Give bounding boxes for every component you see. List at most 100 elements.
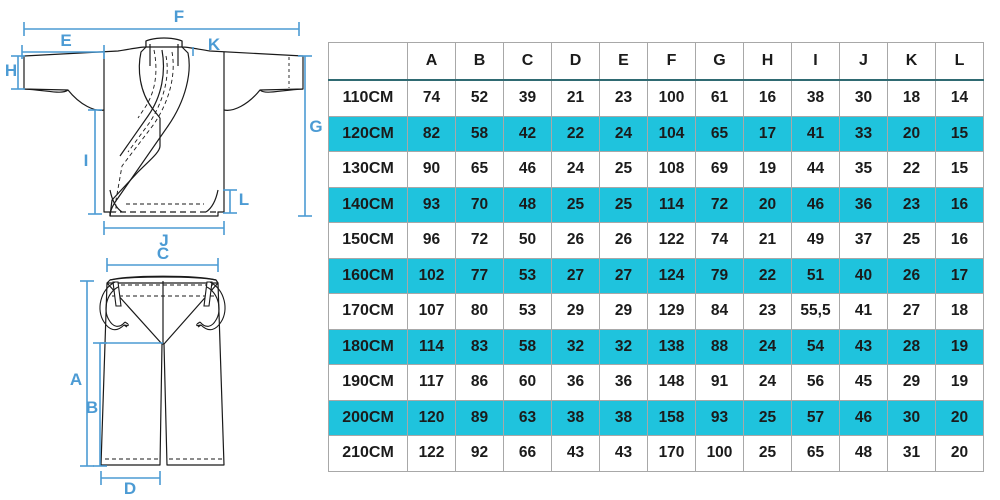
- measurement-cell-d: 24: [551, 151, 600, 188]
- measurement-cell-l: 15: [935, 151, 984, 188]
- row-size-label: 170CM: [328, 293, 408, 330]
- measurement-cell-f: 138: [647, 328, 696, 365]
- pants-diagram: C A B D: [70, 244, 226, 498]
- row-size-label: 160CM: [328, 257, 408, 294]
- measurement-cell-k: 25: [887, 222, 936, 259]
- measurement-cell-e: 24: [599, 115, 648, 152]
- measurement-cell-i: 51: [791, 257, 840, 294]
- measurement-cell-j: 48: [839, 435, 888, 472]
- column-header-g: G: [695, 42, 744, 81]
- measurement-cell-a: 96: [407, 222, 456, 259]
- column-header-l: L: [935, 42, 984, 81]
- measurement-cell-b: 70: [455, 186, 504, 223]
- measurement-cell-k: 18: [887, 79, 936, 117]
- pants-dim-label-D: D: [124, 479, 136, 498]
- measurement-cell-g: 69: [695, 151, 744, 188]
- jacket-diagram: F E K H G I J L: [5, 7, 323, 250]
- measurement-cell-c: 48: [503, 186, 552, 223]
- measurement-cell-f: 170: [647, 435, 696, 472]
- measurement-cell-j: 46: [839, 399, 888, 436]
- measurement-cell-a: 120: [407, 399, 456, 436]
- measurement-cell-a: 122: [407, 435, 456, 472]
- column-header-e: E: [599, 42, 648, 81]
- measurement-cell-j: 33: [839, 115, 888, 152]
- measurement-cell-i: 56: [791, 364, 840, 401]
- measurement-cell-g: 93: [695, 399, 744, 436]
- measurement-cell-g: 91: [695, 364, 744, 401]
- measurement-cell-d: 32: [551, 328, 600, 365]
- measurement-cell-i: 49: [791, 222, 840, 259]
- measurement-cell-i: 65: [791, 435, 840, 472]
- measurement-cell-b: 58: [455, 115, 504, 152]
- measurement-cell-b: 92: [455, 435, 504, 472]
- measurement-cell-f: 129: [647, 293, 696, 330]
- row-size-label: 140CM: [328, 186, 408, 223]
- measurement-cell-i: 38: [791, 79, 840, 117]
- measurement-cell-e: 32: [599, 328, 648, 365]
- measurement-cell-g: 79: [695, 257, 744, 294]
- column-header-f: F: [647, 42, 696, 81]
- measurement-cell-i: 46: [791, 186, 840, 223]
- measurement-cell-l: 14: [935, 79, 984, 117]
- measurement-cell-f: 108: [647, 151, 696, 188]
- measurement-cell-l: 16: [935, 222, 984, 259]
- column-header-d: D: [551, 42, 600, 81]
- measurement-cell-d: 27: [551, 257, 600, 294]
- measurement-cell-e: 26: [599, 222, 648, 259]
- row-size-label: 150CM: [328, 222, 408, 259]
- measurement-cell-a: 82: [407, 115, 456, 152]
- jacket-dim-label-G: G: [309, 117, 322, 136]
- measurement-cell-h: 16: [743, 79, 792, 117]
- row-size-label: 210CM: [328, 435, 408, 472]
- measurement-cell-c: 58: [503, 328, 552, 365]
- measurement-cell-c: 63: [503, 399, 552, 436]
- measurement-cell-k: 30: [887, 399, 936, 436]
- measurement-cell-g: 100: [695, 435, 744, 472]
- measurement-cell-f: 158: [647, 399, 696, 436]
- measurement-cell-l: 19: [935, 364, 984, 401]
- measurement-cell-g: 65: [695, 115, 744, 152]
- measurement-cell-i: 57: [791, 399, 840, 436]
- row-size-label: 200CM: [328, 399, 408, 436]
- measurement-cell-k: 20: [887, 115, 936, 152]
- column-header-c: C: [503, 42, 552, 81]
- column-header-b: B: [455, 42, 504, 81]
- measurement-cell-f: 122: [647, 222, 696, 259]
- measurement-cell-i: 55,5: [791, 293, 840, 330]
- measurement-cell-e: 43: [599, 435, 648, 472]
- column-header-i: I: [791, 42, 840, 81]
- measurement-cell-b: 89: [455, 399, 504, 436]
- measurement-cell-b: 72: [455, 222, 504, 259]
- column-header-h: H: [743, 42, 792, 81]
- measurement-cell-b: 83: [455, 328, 504, 365]
- measurement-cell-g: 88: [695, 328, 744, 365]
- measurement-cell-c: 50: [503, 222, 552, 259]
- measurement-cell-f: 114: [647, 186, 696, 223]
- garment-diagrams: F E K H G I J L: [0, 0, 325, 500]
- measurement-cell-d: 43: [551, 435, 600, 472]
- measurement-cell-j: 37: [839, 222, 888, 259]
- measurement-cell-d: 25: [551, 186, 600, 223]
- measurement-cell-a: 114: [407, 328, 456, 365]
- measurement-cell-l: 18: [935, 293, 984, 330]
- measurement-cell-a: 102: [407, 257, 456, 294]
- column-header-k: K: [887, 42, 936, 81]
- measurement-cell-j: 40: [839, 257, 888, 294]
- measurement-cell-l: 16: [935, 186, 984, 223]
- measurement-cell-e: 27: [599, 257, 648, 294]
- measurement-cell-c: 42: [503, 115, 552, 152]
- column-header-a: A: [407, 42, 456, 81]
- measurement-cell-a: 74: [407, 79, 456, 117]
- measurement-cell-g: 72: [695, 186, 744, 223]
- measurement-cell-e: 36: [599, 364, 648, 401]
- measurement-cell-k: 28: [887, 328, 936, 365]
- row-size-label: 190CM: [328, 364, 408, 401]
- row-size-label: 120CM: [328, 115, 408, 152]
- measurement-cell-c: 53: [503, 257, 552, 294]
- measurement-cell-f: 124: [647, 257, 696, 294]
